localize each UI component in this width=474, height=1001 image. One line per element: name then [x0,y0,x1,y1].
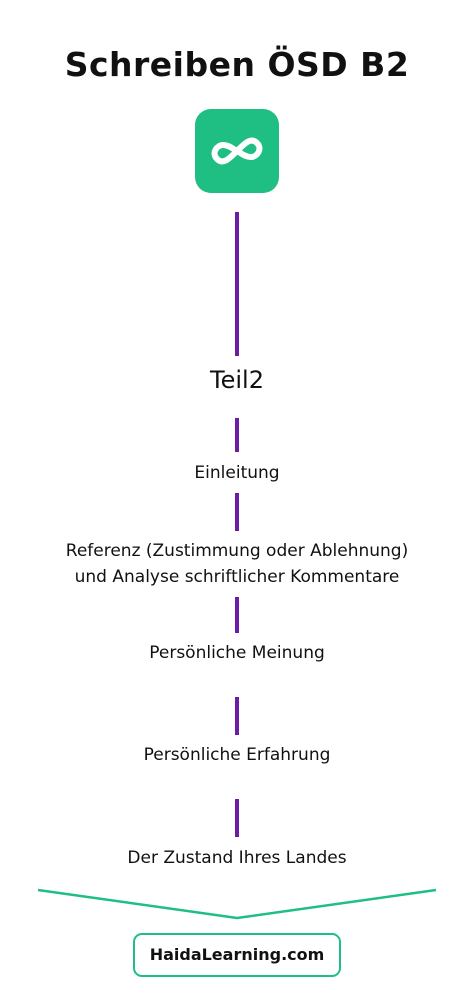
connector-line-2 [235,493,239,531]
step-zustand-landes: Der Zustand Ihres Landes [0,845,474,871]
connector-line-1 [235,418,239,452]
site-link-button[interactable]: HaidaLearning.com [133,933,341,977]
step-referenz: Referenz (Zustimmung oder Ablehnung) und… [0,538,474,590]
connector-line-3 [235,597,239,633]
step-label: Persönliche Erfahrung [143,745,331,765]
step-einleitung: Einleitung [0,460,474,486]
connector-line-5 [235,799,239,837]
chevron-divider [37,888,437,920]
section-heading: Teil2 [210,366,264,394]
step-label: Einleitung [194,463,280,483]
step-persoenliche-meinung: Persönliche Meinung [0,640,474,666]
step-label: Referenz (Zustimmung oder Ablehnung) [65,541,409,561]
step-label: Persönliche Meinung [149,643,325,663]
page-title: Schreiben ÖSD B2 [64,45,410,84]
step-label: und Analyse schriftlicher Kommentare [74,567,400,587]
step-persoenliche-erfahrung: Persönliche Erfahrung [0,742,474,768]
step-label: Der Zustand Ihres Landes [127,848,347,868]
infinity-link-icon [195,109,279,193]
connector-line-4 [235,697,239,735]
connector-line-main [235,212,239,356]
